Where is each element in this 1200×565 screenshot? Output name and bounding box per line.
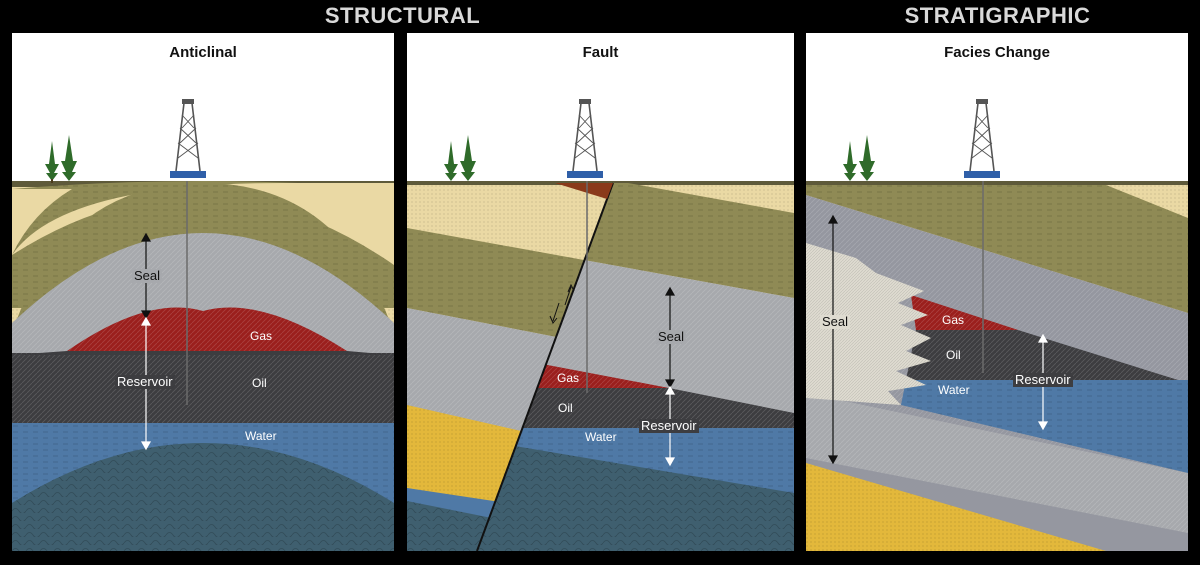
- seal-arrow: [140, 232, 152, 320]
- label-reservoir: Reservoir: [1013, 372, 1073, 387]
- tree-icon: [444, 135, 476, 181]
- fault-line: [476, 182, 614, 551]
- header-stratigraphic: STRATIGRAPHIC: [904, 3, 1091, 28]
- label-gas: Gas: [557, 371, 580, 385]
- tree-icon: [843, 135, 875, 181]
- label-gas: Gas: [250, 329, 273, 343]
- facies-change-diagram: [806, 99, 1188, 551]
- seal-arrow: [827, 214, 839, 465]
- panel-anticlinal: Anticlinal Seal Gas Reservoir Oil Water: [12, 33, 394, 551]
- panel-title: Facies Change: [944, 44, 1050, 61]
- fault-motion-arrow: [549, 283, 575, 324]
- anticlinal-diagram: [12, 99, 394, 551]
- label-seal: Seal: [132, 268, 163, 283]
- drilling-rig-icon: [567, 99, 603, 178]
- header-structural: STRUCTURAL: [324, 3, 481, 28]
- drilling-rig-icon: [964, 99, 1000, 178]
- label-reservoir: Reservoir: [639, 418, 699, 433]
- label-seal: Seal: [656, 329, 687, 344]
- panel-fault: Fault Seal Gas Oil Reservoir Water: [407, 33, 794, 551]
- label-seal: Seal: [820, 314, 851, 329]
- label-water: Water: [938, 383, 970, 397]
- panel-title: Anticlinal: [169, 44, 237, 61]
- label-gas: Gas: [942, 313, 965, 327]
- drilling-rig-icon: [170, 99, 206, 178]
- label-water: Water: [585, 430, 617, 444]
- panel-title: Fault: [582, 44, 619, 61]
- label-water: Water: [245, 429, 277, 443]
- label-oil: Oil: [946, 348, 961, 362]
- label-oil: Oil: [252, 376, 267, 390]
- label-oil: Oil: [558, 401, 573, 415]
- fault-diagram: [407, 99, 794, 551]
- tree-icon: [45, 135, 77, 183]
- panel-facies-change: Facies Change Seal Gas Oil Reservoir Wat…: [806, 33, 1188, 551]
- label-reservoir: Reservoir: [115, 374, 175, 389]
